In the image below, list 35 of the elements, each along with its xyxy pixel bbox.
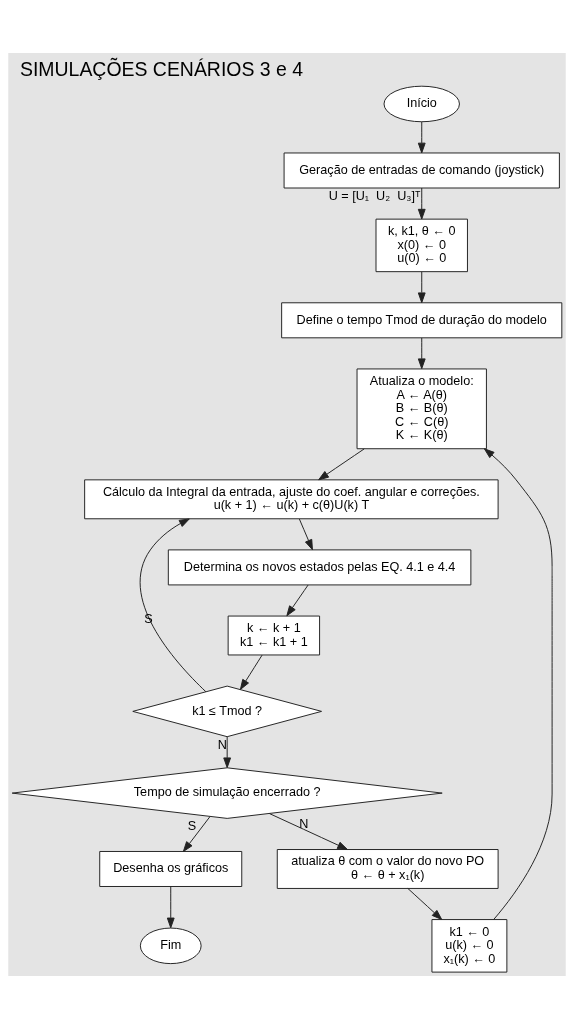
node-ellipse: Fim: [139, 927, 202, 964]
arrow: [407, 887, 443, 920]
arrow: [318, 447, 365, 480]
arrow: [417, 120, 426, 153]
node-box: atualiza θ com o valor do novo PO θ ← θ + x₁(k): [276, 848, 499, 889]
node-box: Define o tempo Tmod de duração do modelo: [281, 301, 563, 338]
edge-label: U = [U₁ U₂ U₃]ᵀ: [328, 188, 421, 203]
arrow: [166, 885, 175, 928]
node-box: Atualiza o modelo: A ← A(θ) B ← B(θ) C ← C(θ) K ← K(θ): [356, 367, 487, 449]
node-box: k1 ← 0 u(k) ← 0 x₁(k) ← 0: [431, 918, 508, 973]
node-box: Geração de entradas de comando (joystick): [283, 152, 560, 188]
arrow: [268, 812, 348, 850]
diagram-title: SIMULAÇÕES CENÁRIOS 3 e 4: [20, 57, 304, 80]
node-diamond: k1 ≤ Tmod ?: [132, 685, 323, 737]
arrow: [483, 447, 553, 920]
node-box: Determina os novos estados pelas EQ. 4.1 e 4.4: [167, 548, 472, 585]
node-box: Cálculo da Integral da entrada, ajuste do coef. angular e correções. u(k + 1) ← u(k) + c(θ)U(k) T: [84, 478, 499, 519]
edge-label: N: [299, 816, 309, 831]
arrow: [139, 517, 207, 692]
node-box: Desenha os gráficos: [99, 850, 243, 887]
node-box: k, k1, θ ← 0 x(0) ← 0 u(0) ← 0: [375, 218, 468, 272]
arrow: [417, 187, 426, 220]
arrow: [417, 270, 426, 303]
arrow: [239, 654, 263, 690]
arrow: [286, 584, 309, 616]
node-diamond: Tempo de simulação encerrado ?: [11, 766, 443, 819]
edge-label: S: [187, 818, 197, 833]
arrow: [182, 815, 211, 852]
edge-label: S: [144, 611, 153, 626]
arrow: [223, 735, 232, 768]
arrow: [417, 337, 426, 369]
edge-label: N: [217, 737, 227, 752]
arrow: [298, 518, 313, 550]
node-ellipse: Início: [383, 85, 460, 122]
node-box: k ← k + 1 k1 ← k1 + 1: [227, 615, 321, 655]
